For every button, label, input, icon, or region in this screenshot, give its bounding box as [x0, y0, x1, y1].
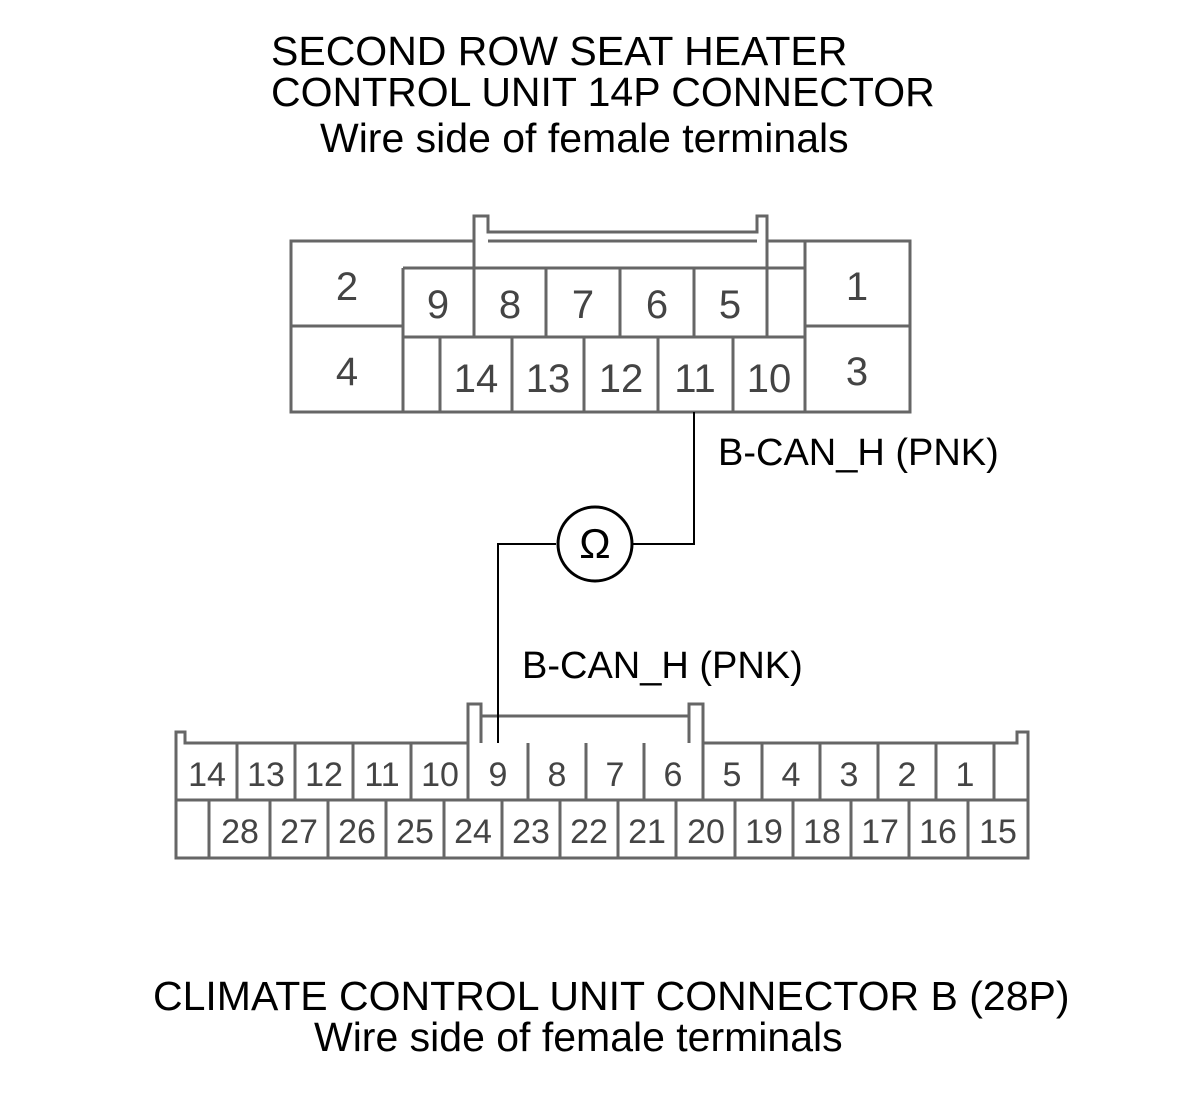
- terminal-14: 14: [454, 357, 499, 401]
- bottom-terminal-23: 23: [512, 813, 550, 851]
- terminal-1: 1: [846, 265, 868, 309]
- bottom-terminal-7: 7: [606, 756, 625, 794]
- bottom-connector-title: CLIMATE CONTROL UNIT CONNECTOR B (28P): [153, 973, 1070, 1019]
- bottom-terminal-15: 15: [979, 813, 1017, 851]
- bottom-wire-label: B-CAN_H (PNK): [522, 645, 803, 687]
- terminal-3: 3: [846, 350, 868, 394]
- bottom-terminal-26: 26: [338, 813, 376, 851]
- terminal-8: 8: [499, 283, 521, 327]
- terminal-6: 6: [646, 283, 668, 327]
- bottom-terminal-1: 1: [956, 756, 975, 794]
- bottom-terminal-21: 21: [628, 813, 666, 851]
- terminal-13: 13: [526, 357, 571, 401]
- bottom-terminal-9: 9: [489, 756, 508, 794]
- top-connector-body: [289, 214, 912, 414]
- bottom-terminal-19: 19: [745, 813, 783, 851]
- bottom-connector-body: [174, 702, 1030, 860]
- bottom-terminal-6: 6: [664, 756, 683, 794]
- top-wire-label: B-CAN_H (PNK): [718, 432, 999, 474]
- terminal-12: 12: [599, 357, 644, 401]
- bottom-terminal-3: 3: [840, 756, 859, 794]
- top-connector-title-line2: CONTROL UNIT 14P CONNECTOR: [271, 69, 935, 115]
- bottom-terminal-8: 8: [548, 756, 567, 794]
- terminal-7: 7: [572, 283, 594, 327]
- terminal-9: 9: [427, 283, 449, 327]
- top-connector-subtitle: Wire side of female terminals: [320, 115, 849, 161]
- bottom-terminal-24: 24: [454, 813, 492, 851]
- bottom-terminal-20: 20: [687, 813, 725, 851]
- bottom-terminal-18: 18: [803, 813, 841, 851]
- terminal-10: 10: [747, 357, 792, 401]
- bottom-terminal-27: 27: [280, 813, 318, 851]
- bottom-terminal-2: 2: [898, 756, 917, 794]
- bottom-terminal-14: 14: [188, 756, 226, 794]
- bottom-terminal-25: 25: [396, 813, 434, 851]
- test-wiring: [497, 412, 695, 743]
- bottom-terminal-17: 17: [861, 813, 899, 851]
- bottom-terminal-28: 28: [221, 813, 259, 851]
- top-connector-title-line1: SECOND ROW SEAT HEATER: [271, 28, 848, 74]
- bottom-terminal-16: 16: [919, 813, 957, 851]
- bottom-terminal-11: 11: [364, 756, 399, 794]
- bottom-terminal-12: 12: [305, 756, 343, 794]
- bottom-terminal-5: 5: [723, 756, 742, 794]
- bottom-terminal-10: 10: [421, 756, 459, 794]
- bottom-terminal-13: 13: [247, 756, 285, 794]
- terminal-5: 5: [719, 283, 741, 327]
- wire-bottom-terminal-9: [497, 543, 556, 743]
- bottom-connector-subtitle: Wire side of female terminals: [314, 1014, 843, 1060]
- ohmmeter-icon: Ω: [556, 505, 634, 583]
- wire-top-terminal-11: [633, 412, 695, 545]
- terminal-2: 2: [336, 265, 358, 309]
- bottom-terminal-4: 4: [782, 756, 801, 794]
- bottom-terminal-22: 22: [570, 813, 608, 851]
- terminal-11: 11: [674, 357, 716, 401]
- terminal-4: 4: [336, 350, 358, 394]
- ohmmeter-symbol: Ω: [579, 520, 610, 567]
